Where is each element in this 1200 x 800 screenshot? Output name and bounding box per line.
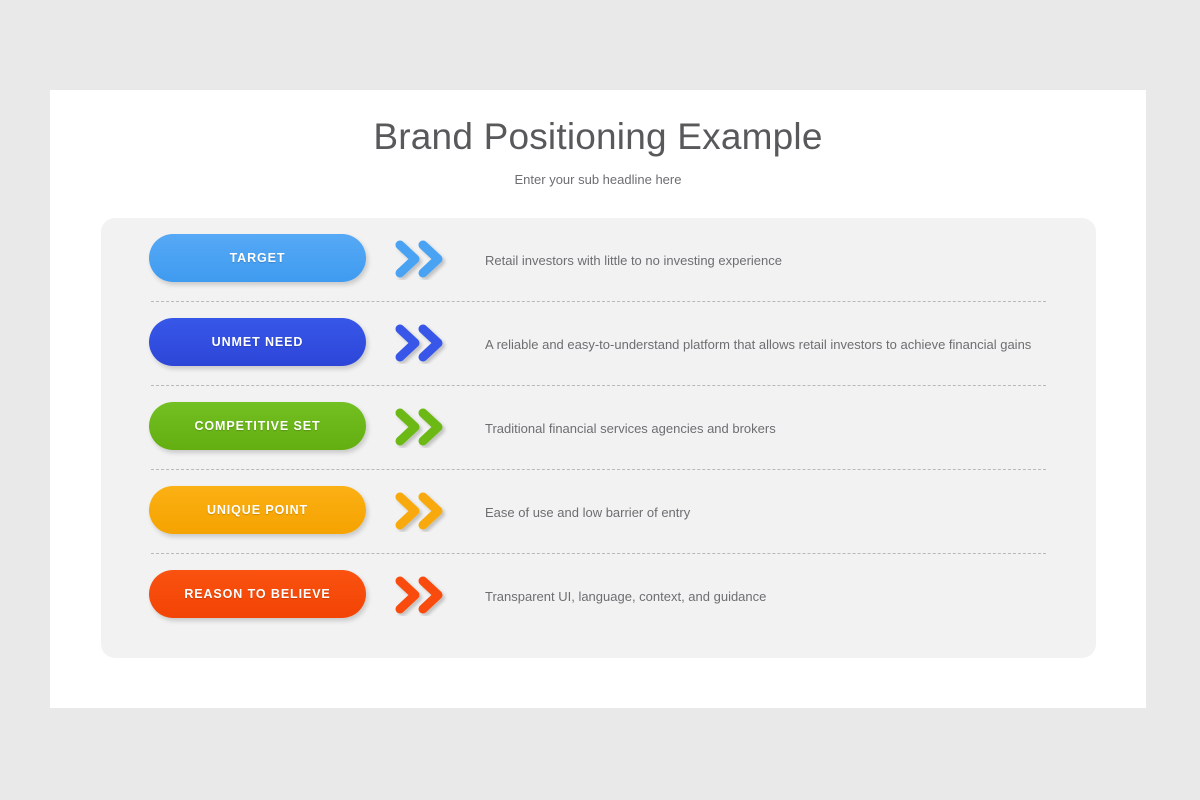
category-pill-label: UNIQUE POINT <box>206 503 309 517</box>
row-divider <box>151 469 1046 470</box>
double-chevron-right-icon <box>395 238 455 280</box>
row-divider <box>151 553 1046 554</box>
category-pill-label: UNMET NEED <box>211 335 304 349</box>
double-chevron-right-icon <box>395 322 455 364</box>
category-pill-unmet-need[interactable]: UNMET NEED <box>149 318 366 366</box>
positioning-row: UNMET NEED A r <box>101 302 1096 386</box>
positioning-row: UNIQUE POINT E <box>101 470 1096 554</box>
category-pill-unique-point[interactable]: UNIQUE POINT <box>149 486 366 534</box>
row-divider <box>151 301 1046 302</box>
row-description: A reliable and easy-to-understand platfo… <box>485 336 1032 352</box>
positioning-row: COMPETITIVE SET <box>101 386 1096 470</box>
page-subtitle: Enter your sub headline here <box>514 172 682 187</box>
positioning-row-list: TARGET Retail <box>101 218 1096 638</box>
row-divider <box>151 385 1046 386</box>
page-title: Brand Positioning Example <box>373 116 823 157</box>
row-description: Retail investors with little to no inves… <box>485 252 782 268</box>
category-pill-target[interactable]: TARGET <box>149 234 366 282</box>
category-pill-reason-to-believe[interactable]: REASON TO BELIEVE <box>149 570 366 618</box>
category-pill-label: TARGET <box>229 251 286 265</box>
double-chevron-right-icon <box>395 574 455 616</box>
category-pill-label: COMPETITIVE SET <box>194 419 321 433</box>
positioning-panel: TARGET Retail <box>101 218 1096 658</box>
row-description: Transparent UI, language, context, and g… <box>485 588 767 604</box>
row-description: Ease of use and low barrier of entry <box>485 504 691 520</box>
double-chevron-right-icon <box>395 406 455 448</box>
double-chevron-right-icon <box>395 490 455 532</box>
slide-canvas: Brand Positioning Example Enter your sub… <box>50 90 1146 708</box>
positioning-row: TARGET Retail <box>101 218 1096 302</box>
category-pill-competitive-set[interactable]: COMPETITIVE SET <box>149 402 366 450</box>
row-description: Traditional financial services agencies … <box>485 420 776 436</box>
positioning-row: REASON TO BELIEVE <box>101 554 1096 638</box>
category-pill-label: REASON TO BELIEVE <box>184 587 331 601</box>
